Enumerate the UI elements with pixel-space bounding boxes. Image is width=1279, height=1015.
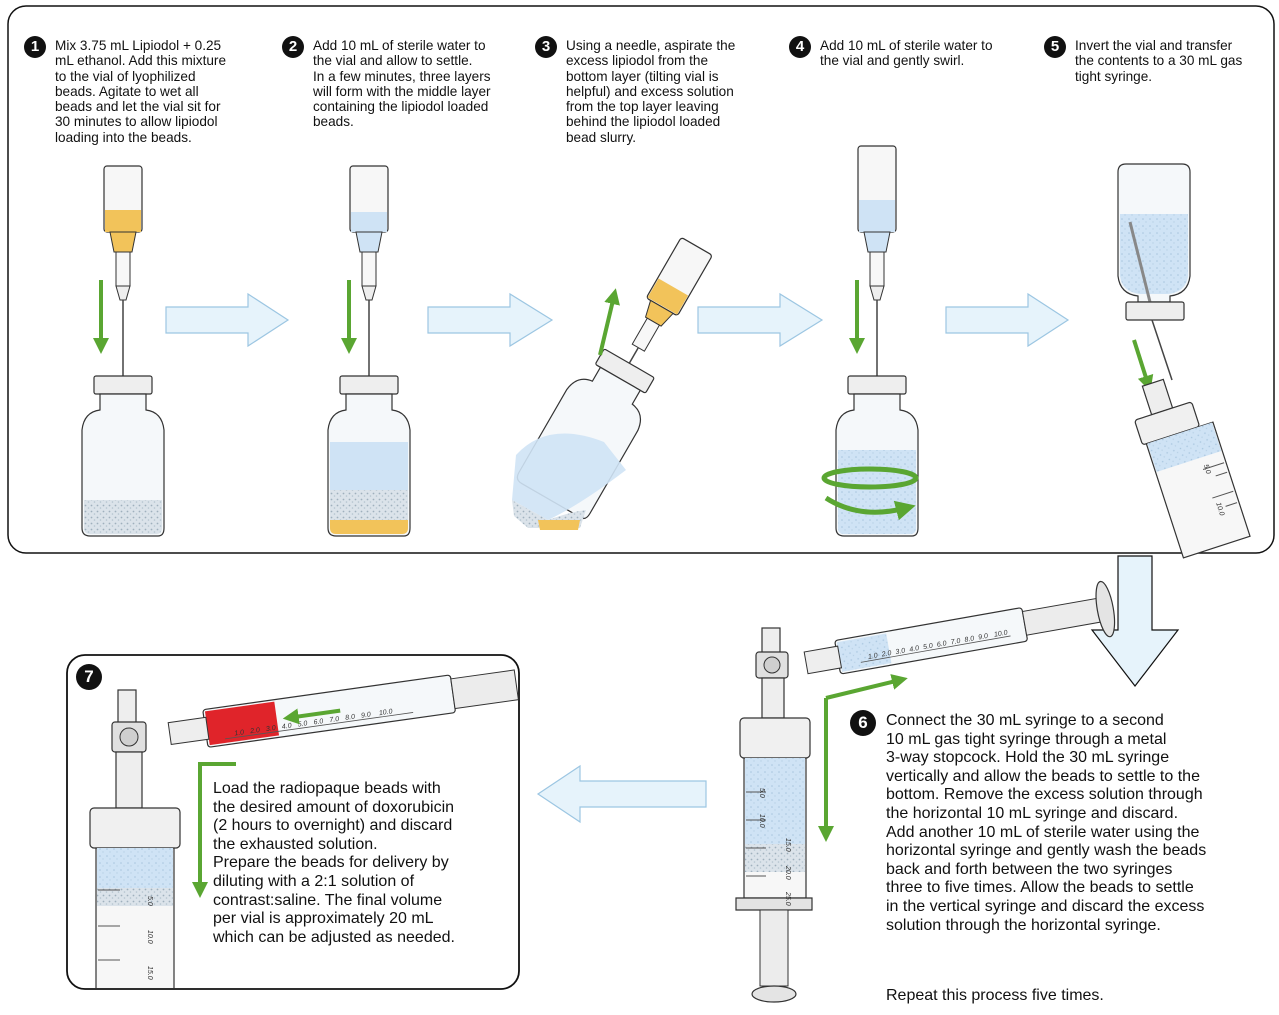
step3-green-arrow bbox=[600, 296, 614, 355]
flow-arrow-4 bbox=[946, 294, 1068, 346]
s6v-15: 15.0 bbox=[784, 838, 791, 852]
step-6-text: Connect the 30 mL syringe to a second 10… bbox=[886, 712, 1266, 935]
s6v-5: 5.0 bbox=[758, 788, 765, 798]
s6v-25: 25.0 bbox=[784, 891, 791, 906]
step-7-text: Load the radiopaque beads with the desir… bbox=[213, 780, 513, 947]
flow-arrow-2 bbox=[428, 294, 552, 346]
flow-arrow-3 bbox=[698, 294, 822, 346]
step-4-badge: 4 bbox=[789, 36, 811, 58]
s7h-5: 5.0 bbox=[297, 720, 308, 728]
step-5-badge: 5 bbox=[1044, 36, 1066, 58]
s7v-10: 10.0 bbox=[146, 930, 153, 944]
step-3-text: Using a needle, aspirate the excess lipi… bbox=[566, 38, 776, 145]
s6v-20: 20.0 bbox=[784, 865, 791, 880]
step-2-text: Add 10 mL of sterile water to the vial a… bbox=[313, 38, 528, 130]
s7v-15: 15.0 bbox=[146, 966, 153, 980]
step-1-text: Mix 3.75 mL Lipiodol + 0.25 mL ethanol. … bbox=[55, 38, 265, 145]
s7h-2: 2.0 bbox=[249, 727, 261, 735]
step-7-badge: 7 bbox=[76, 664, 102, 690]
s7h-9: 9.0 bbox=[361, 711, 372, 719]
s7v-5: 5.0 bbox=[146, 896, 153, 906]
step-4-text: Add 10 mL of sterile water to the vial a… bbox=[820, 38, 1035, 69]
step2-figure bbox=[328, 166, 410, 536]
s7h-6: 6.0 bbox=[313, 718, 324, 726]
s7h-1: 1.0 bbox=[234, 729, 245, 737]
s7h-7: 7.0 bbox=[329, 716, 340, 724]
step4-figure bbox=[824, 146, 918, 536]
flow-arrow-6-to-7 bbox=[538, 766, 706, 822]
step-3-badge: 3 bbox=[535, 36, 557, 58]
step1-figure bbox=[82, 166, 164, 536]
s7h-3: 3.0 bbox=[266, 725, 277, 733]
s7h-4: 4.0 bbox=[281, 723, 292, 731]
step5-figure: 5.0 10.0 bbox=[1118, 164, 1250, 559]
step-2-badge: 2 bbox=[282, 36, 304, 58]
s6v-10: 10.0 bbox=[758, 814, 765, 828]
step-6-repeat: Repeat this process five times. bbox=[886, 987, 1266, 1006]
flow-arrow-1 bbox=[166, 294, 288, 346]
step-6-badge: 6 bbox=[850, 710, 876, 736]
s7h-8: 8.0 bbox=[345, 714, 356, 722]
step-1-badge: 1 bbox=[24, 36, 46, 58]
step-5-text: Invert the vial and transfer the content… bbox=[1075, 38, 1270, 84]
